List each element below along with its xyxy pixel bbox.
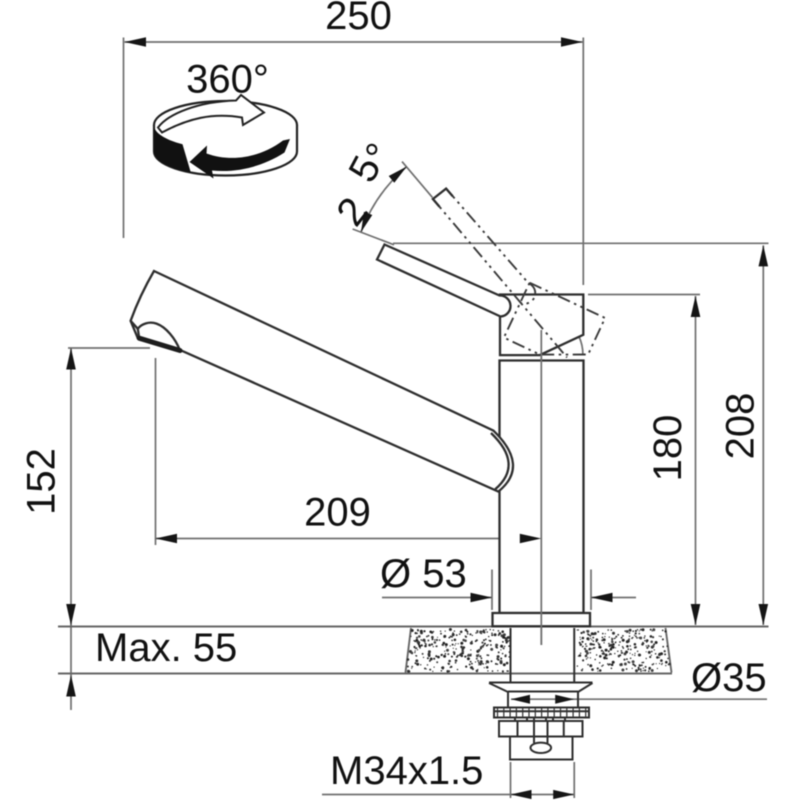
svg-text:209: 209 bbox=[304, 491, 371, 535]
svg-text:M34x1.5: M34x1.5 bbox=[330, 749, 483, 793]
svg-text:208: 208 bbox=[719, 393, 763, 460]
svg-text:152: 152 bbox=[20, 448, 64, 515]
svg-text:250: 250 bbox=[325, 0, 392, 38]
svg-text:Max. 55: Max. 55 bbox=[95, 626, 237, 670]
svg-text:Ø35: Ø35 bbox=[691, 656, 767, 700]
svg-text:360°: 360° bbox=[186, 58, 269, 102]
svg-text:Ø 53: Ø 53 bbox=[380, 552, 467, 596]
svg-text:180: 180 bbox=[646, 415, 690, 482]
